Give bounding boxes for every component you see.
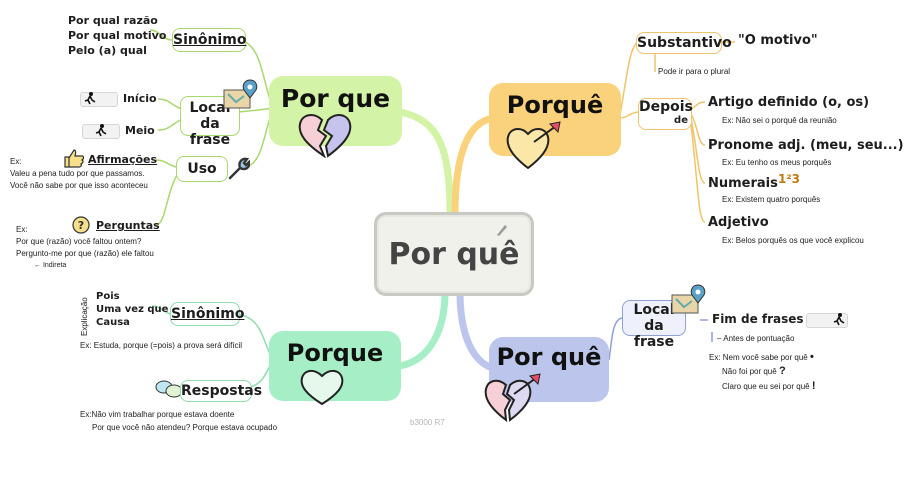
afirmacoes-label: Afirmações (88, 153, 158, 166)
node-sinonimo-bl[interactable]: Sinônimo (170, 302, 244, 326)
topic-por-que-title: Por que (280, 84, 391, 113)
speech-bubbles-icon (155, 380, 183, 398)
local-br-line2: da frase (633, 318, 675, 350)
substantivo-note: Pode ir para o plural (658, 67, 731, 76)
sinonimo-bl-example: Ex: Estuda, porque (=pois) a prova será … (80, 341, 243, 350)
local-tl-line2: da frase (189, 116, 231, 148)
sinonimo-tl-item: Por qual motivo (68, 29, 167, 42)
por-que-example-2: Não foi por quê ? (722, 365, 786, 377)
runner-icon (84, 92, 96, 105)
progress-end-indicator (806, 313, 848, 328)
pronome-label: Pronome adj. (meu, seu...) (708, 138, 904, 153)
central-topic[interactable]: Por quê (374, 212, 534, 296)
afirmacoes-example-2: Você não sabe por que isso aconteceu (10, 181, 148, 190)
perguntas-indireta: ← Indireta (34, 262, 67, 269)
substantivo-label: Substantivo (637, 35, 732, 51)
numerais-glyph: 1²3 (778, 172, 800, 186)
question-bubble-icon: ? (72, 216, 90, 234)
respostas-label: Respostas (181, 383, 263, 399)
watermark: b3000 R7 (410, 418, 445, 427)
node-uso[interactable]: Uso (176, 156, 228, 182)
por-que-example-3-text: Claro que eu sei por quê (722, 382, 810, 391)
sinonimo-bl-list: Pois Uma vez que Causa (96, 290, 168, 329)
question-mark: ? (778, 365, 786, 377)
runner-icon (833, 313, 845, 326)
sinonimo-tl-label: Sinônimo (173, 32, 247, 48)
local-tl-line1: Local (189, 100, 231, 116)
sinonimo-tl-item: Por qual razão (68, 14, 158, 27)
depois-line2: de (674, 115, 688, 126)
sinonimo-tl-list: Por qual razão Por qual motivo Pelo (a) … (68, 13, 166, 58)
explicacao-side-label: Explicação (80, 297, 89, 336)
broken-heart-icon (298, 114, 352, 158)
runner-icon (95, 124, 107, 137)
perguntas-ex: Ex: (16, 225, 28, 234)
exclamation-mark: ! (811, 380, 816, 392)
sinonimo-bl-label: Sinônimo (171, 306, 245, 322)
map-pin-icon (671, 284, 706, 314)
node-local-tl[interactable]: Local da frase (180, 96, 240, 148)
artigo-example: Ex: Não sei o porquê da reunião (722, 116, 837, 125)
por-que-example-1-text: Ex: Nem você sabe por quê (709, 353, 808, 362)
heart-icon (300, 370, 344, 406)
pronome-example: Ex: Eu tenho os meus porquês (722, 158, 832, 167)
substantivo-value: "O motivo" (738, 33, 818, 48)
por-que-example-2-text: Não foi por quê (722, 367, 777, 376)
topic-porque-junto-title: Porque (286, 339, 384, 367)
depois-line1: Depois (639, 99, 693, 115)
numerais-example: Ex: Existem quatro porquês (722, 195, 821, 204)
node-sinonimo-tl[interactable]: Sinônimo (172, 28, 246, 52)
antes-pontuacao-text: Antes de pontuação (723, 334, 795, 343)
artigo-label: Artigo definido (o, os) (708, 95, 870, 110)
map-pin-icon (223, 79, 258, 109)
node-depois-de[interactable]: Depois de (638, 98, 693, 130)
svg-text:?: ? (78, 219, 84, 232)
sinonimo-tl-item: Pelo (a) qual (68, 44, 147, 57)
sinonimo-bl-item: Pois (96, 291, 120, 302)
perguntas-example-2: Pergunto-me por que (razão) ele faltou (16, 249, 154, 258)
adjetivo-example: Ex: Belos porquês os que você explicou (722, 236, 864, 245)
respostas-example-2: Por que você não atendeu? Porque estava … (92, 423, 278, 432)
uso-label: Uso (187, 161, 217, 177)
numerais-label: Numerais (708, 176, 778, 191)
node-substantivo[interactable]: Substantivo (636, 32, 732, 54)
bullet-mark: • (809, 351, 814, 363)
node-respostas[interactable]: Respostas (180, 380, 262, 402)
thumbs-up-icon (64, 149, 85, 168)
sinonimo-bl-item: Causa (96, 317, 130, 328)
respostas-example-1: Ex:Não vim trabalhar porque estava doent… (80, 410, 235, 419)
topic-por-que[interactable]: Por que (269, 76, 402, 146)
perguntas-example-1: Por que (razão) você faltou ontem? (16, 237, 142, 246)
central-title: Por quê (388, 236, 520, 272)
adjetivo-label: Adjetivo (708, 215, 769, 230)
perguntas-label: Perguntas (96, 219, 160, 232)
perguntas-indireta-text: Indireta (42, 262, 67, 269)
local-br-line1: Local (633, 302, 675, 318)
afirmacoes-ex: Ex: (10, 157, 22, 166)
wrench-icon (228, 157, 250, 180)
por-que-example-1: Ex: Nem você sabe por quê • (709, 351, 814, 363)
antes-pontuacao-label: – Antes de pontuação (717, 334, 795, 343)
meio-label: Meio (125, 124, 155, 137)
afirmacoes-example-1: Valeu a pena tudo por que passamos. (10, 169, 145, 178)
por-que-example-3: Claro que eu sei por quê ! (722, 380, 816, 392)
topic-por-que-acento-title: Por quê (496, 343, 602, 371)
fim-de-frases-label: Fim de frases (712, 312, 804, 326)
sinonimo-bl-item: Uma vez que (96, 304, 169, 315)
broken-heart-arrow-icon (484, 373, 541, 423)
inicio-label: Início (123, 92, 157, 105)
heart-arrow-icon (506, 121, 561, 170)
node-local-br[interactable]: Local da frase (622, 300, 686, 350)
pencil-icon (497, 225, 507, 236)
topic-porque-substantivo-title: Porquê (506, 91, 604, 119)
